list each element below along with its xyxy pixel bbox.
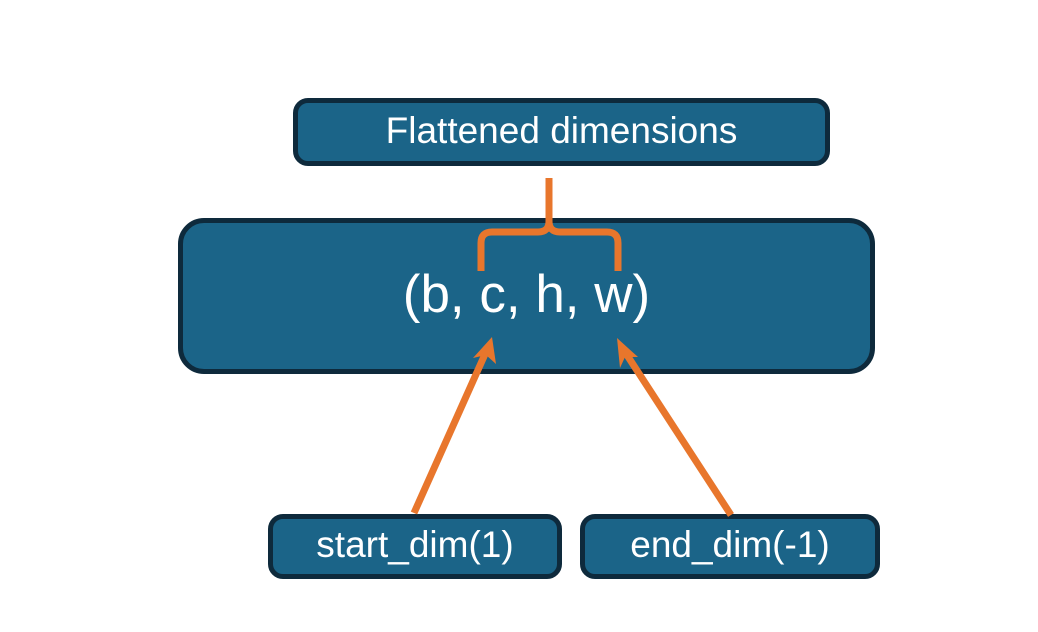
- node-tensor-shape-label: (b, c, h, w): [402, 264, 651, 324]
- node-start-dim-label: start_dim(1): [316, 524, 514, 565]
- node-end-dim[interactable]: end_dim(-1): [580, 514, 880, 579]
- node-end-dim-label: end_dim(-1): [630, 524, 830, 565]
- node-flattened-dimensions[interactable]: Flattened dimensions: [293, 98, 830, 166]
- node-start-dim[interactable]: start_dim(1): [268, 514, 562, 579]
- node-tensor-shape[interactable]: (b, c, h, w): [178, 218, 875, 374]
- node-flattened-dimensions-label: Flattened dimensions: [385, 109, 738, 151]
